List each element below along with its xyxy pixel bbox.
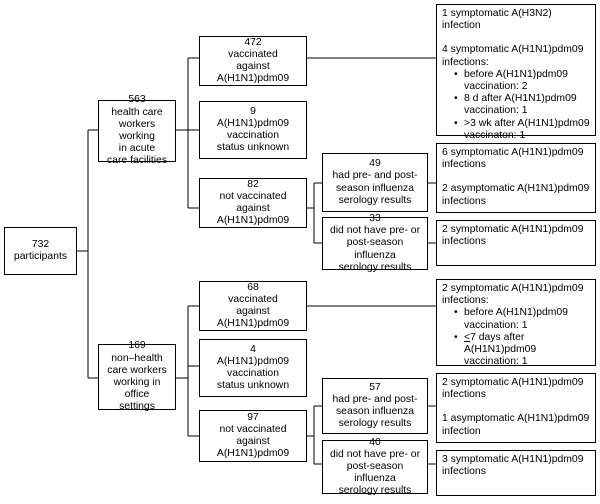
branch-count: 68 (247, 281, 259, 293)
sub-no-serology: 33 did not have pre- or post-season infl… (322, 213, 428, 273)
branch-not-vaccinated: 82 not vaccinated against A(H1N1)pdm09 (199, 178, 307, 228)
outcome-text: 6 symptomatic A(H1N1)pdm09 infections (442, 147, 584, 171)
outcome-text: 1 asymptomatic A(H1N1)pdm09 infection (442, 413, 590, 437)
branch-label: not vaccinated against A(H1N1)pdm09 (216, 190, 290, 227)
sub-label: had pre- and post- season influenza sero… (332, 393, 418, 430)
outcome-text: 2 symptomatic A(H1N1)pdm09 infections: (442, 283, 584, 307)
outcome-text: 4 symptomatic A(H1N1)pdm09 infections: (442, 44, 584, 68)
outcome-no-serology: 2 symptomatic A(H1N1)pdm09 infections (436, 220, 596, 266)
branch-label: vaccinated against A(H1N1)pdm09 (216, 48, 290, 85)
branch-count: 4 (250, 343, 256, 355)
branch-count: 82 (247, 178, 259, 190)
outcome-text: 3 symptomatic A(H1N1)pdm09 infections (442, 454, 584, 478)
branch-vaccinated: 472 vaccinated against A(H1N1)pdm09 (199, 36, 307, 86)
sub-label: had pre- and post- season influenza sero… (332, 170, 418, 206)
branch-label: A(H1N1)pdm09 vaccination status unknown (216, 117, 290, 154)
outcome-bullets: before A(H1N1)pdm09 vaccination: 1 <7 da… (442, 307, 590, 368)
group-label: health care workers working in acute car… (106, 106, 168, 167)
branch-not-vaccinated: 97 not vaccinated against A(H1N1)pdm09 (199, 410, 307, 462)
outcome-bullet-text: 7 days after A(H1N1)pdm09 vaccination: 1 (464, 331, 537, 368)
outcome-bullet: 8 d after A(H1N1)pdm09 vaccination: 1 (454, 93, 590, 117)
root-count: 732 (31, 238, 50, 250)
group-label: non–health care workers working in offic… (107, 352, 167, 413)
outcome-bullet: before A(H1N1)pdm09 vaccination: 1 (454, 307, 590, 331)
sub-had-serology: 57 had pre- and post- season influenza s… (322, 378, 428, 434)
outcome-text: 2 symptomatic A(H1N1)pdm09 infections (442, 224, 584, 248)
branch-label: vaccinated against A(H1N1)pdm09 (216, 293, 290, 330)
group-count: 169 (128, 340, 146, 352)
outcome-text: 2 asymptomatic A(H1N1)pdm09 infections (442, 183, 590, 207)
sub-count: 40 (369, 436, 381, 448)
outcome-bullet: <7 days after A(H1N1)pdm09 vaccination: … (454, 332, 590, 369)
outcome-bullet: before A(H1N1)pdm09 vaccination: 2 (454, 69, 590, 93)
group-health-care-workers: 563 health care workers working in acute… (98, 94, 176, 166)
group-count: 563 (128, 94, 146, 106)
branch-status-unknown: 4 A(H1N1)pdm09 vaccination status unknow… (199, 339, 307, 397)
outcome-text: 1 symptomatic A(H3N2) infection (442, 8, 552, 32)
branch-count: 472 (244, 36, 262, 48)
outcome-text: 2 symptomatic A(H1N1)pdm09 infections (442, 377, 584, 401)
sub-label: did not have pre- or post-season influen… (329, 448, 421, 497)
root-node: 732 participants (4, 227, 77, 275)
sub-no-serology: 40 did not have pre- or post-season infl… (322, 436, 428, 496)
sub-count: 57 (369, 381, 381, 393)
branch-count: 97 (247, 411, 259, 423)
root-label: participants (13, 251, 68, 262)
outcome-had-serology: 6 symptomatic A(H1N1)pdm09 infections 2 … (436, 143, 596, 213)
outcome-bullets: before A(H1N1)pdm09 vaccination: 2 8 d a… (442, 69, 590, 142)
outcome-no-serology: 3 symptomatic A(H1N1)pdm09 infections (436, 450, 596, 496)
branch-vaccinated: 68 vaccinated against A(H1N1)pdm09 (199, 281, 307, 331)
branch-status-unknown: 9 A(H1N1)pdm09 vaccination status unknow… (199, 101, 307, 159)
sub-had-serology: 49 had pre- and post- season influenza s… (322, 153, 428, 212)
branch-label: A(H1N1)pdm09 vaccination status unknown (216, 355, 290, 392)
branch-label: not vaccinated against A(H1N1)pdm09 (216, 423, 290, 460)
sub-count: 33 (369, 213, 381, 224)
outcome-bullet: >3 wk after A(H1N1)pdm09 vaccinaton: 1 (454, 118, 590, 142)
outcome-vaccinated: 1 symptomatic A(H3N2) infection 4 sympto… (436, 4, 596, 141)
less-than-or-equal-sign: < (464, 331, 471, 343)
sub-count: 49 (369, 158, 381, 170)
branch-count: 9 (250, 105, 256, 117)
sub-label: did not have pre- or post-season influen… (329, 225, 421, 273)
group-non-health-care-workers: 169 non–health care workers working in o… (98, 340, 176, 412)
outcome-had-serology: 2 symptomatic A(H1N1)pdm09 infections 1 … (436, 373, 596, 443)
outcome-vaccinated: 2 symptomatic A(H1N1)pdm09 infections: b… (436, 279, 596, 368)
